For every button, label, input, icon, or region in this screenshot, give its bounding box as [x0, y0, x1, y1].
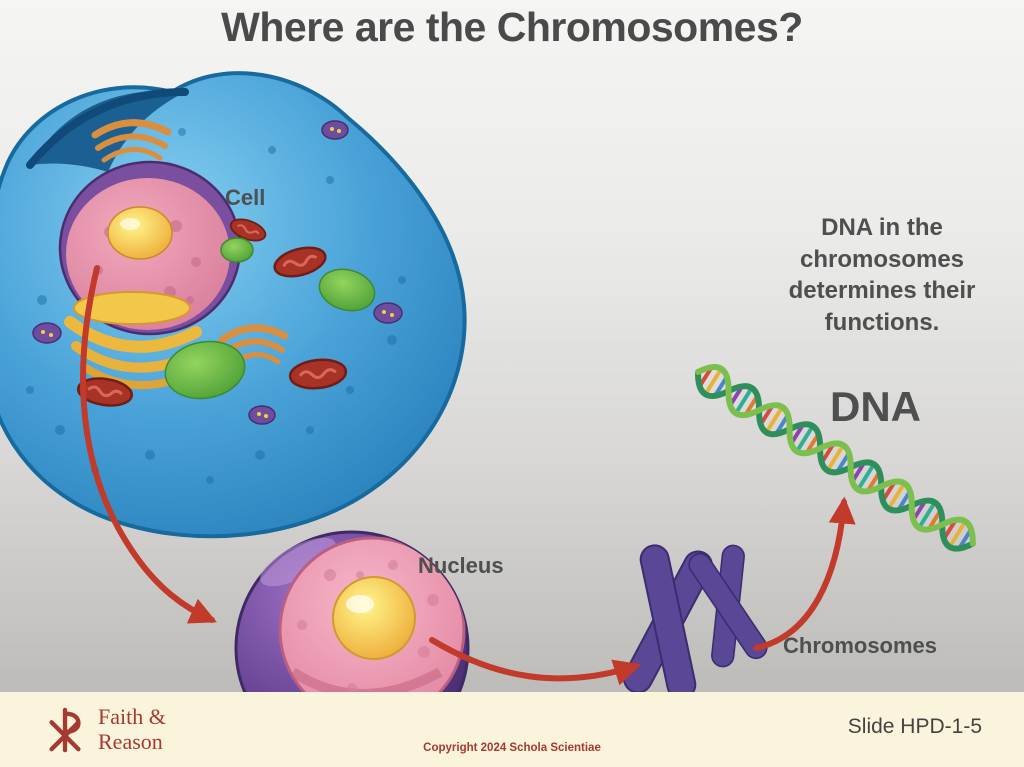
cell-nucleolus: [107, 206, 173, 260]
chi-rho-icon: [49, 707, 81, 752]
copyright-text: Copyright 2024 Schola Scientiae: [423, 742, 601, 754]
footer-bar: Faith & Reason Copyright 2024 Schola Sci…: [0, 692, 1024, 767]
brand-line-1: Faith &: [98, 703, 166, 729]
chromosomes-label: Chromosomes: [783, 633, 938, 658]
brand-logo: Faith & Reason: [42, 703, 166, 754]
dna-strand-a: [694, 369, 976, 552]
mitochondria: [76, 218, 348, 407]
dna-label: DNA: [830, 383, 921, 430]
arrow-nucleus-to-chromosomes: [429, 637, 642, 686]
nucleus-label: Nucleus: [418, 553, 504, 578]
arrow-chromosomes-to-dna: [753, 496, 856, 651]
arrow-cell-to-nucleus: [80, 265, 217, 624]
caption-line-1: DNA in the: [821, 214, 943, 241]
lysosomes: [32, 120, 403, 425]
slide-number: Slide HPD-1-5: [847, 714, 982, 738]
flow-arrows: [80, 265, 856, 686]
dna-caption: DNA in the chromosomes determines their …: [758, 212, 1006, 339]
caption-line-3: determines their: [788, 277, 976, 305]
cell-illustration: [0, 71, 467, 539]
chromosomes-illustration: [622, 544, 768, 700]
green-organelles: [164, 237, 376, 400]
dna-helix-illustration: [694, 364, 976, 552]
golgi-stack-top: [91, 119, 172, 163]
caption-line-4: functions.: [824, 309, 940, 337]
nucleolus: [332, 576, 416, 660]
brand-name: Faith & Reason: [98, 703, 166, 754]
caption-line-2: chromosomes: [799, 245, 965, 273]
dna-strand-b: [695, 364, 976, 547]
slide-title: Where are the Chromosomes?: [221, 4, 803, 50]
cytoplasm-dots: [26, 128, 406, 484]
cell-label: Cell: [225, 185, 266, 210]
brand-line-2: Reason: [98, 728, 163, 754]
cell-nucleus: [58, 160, 242, 336]
